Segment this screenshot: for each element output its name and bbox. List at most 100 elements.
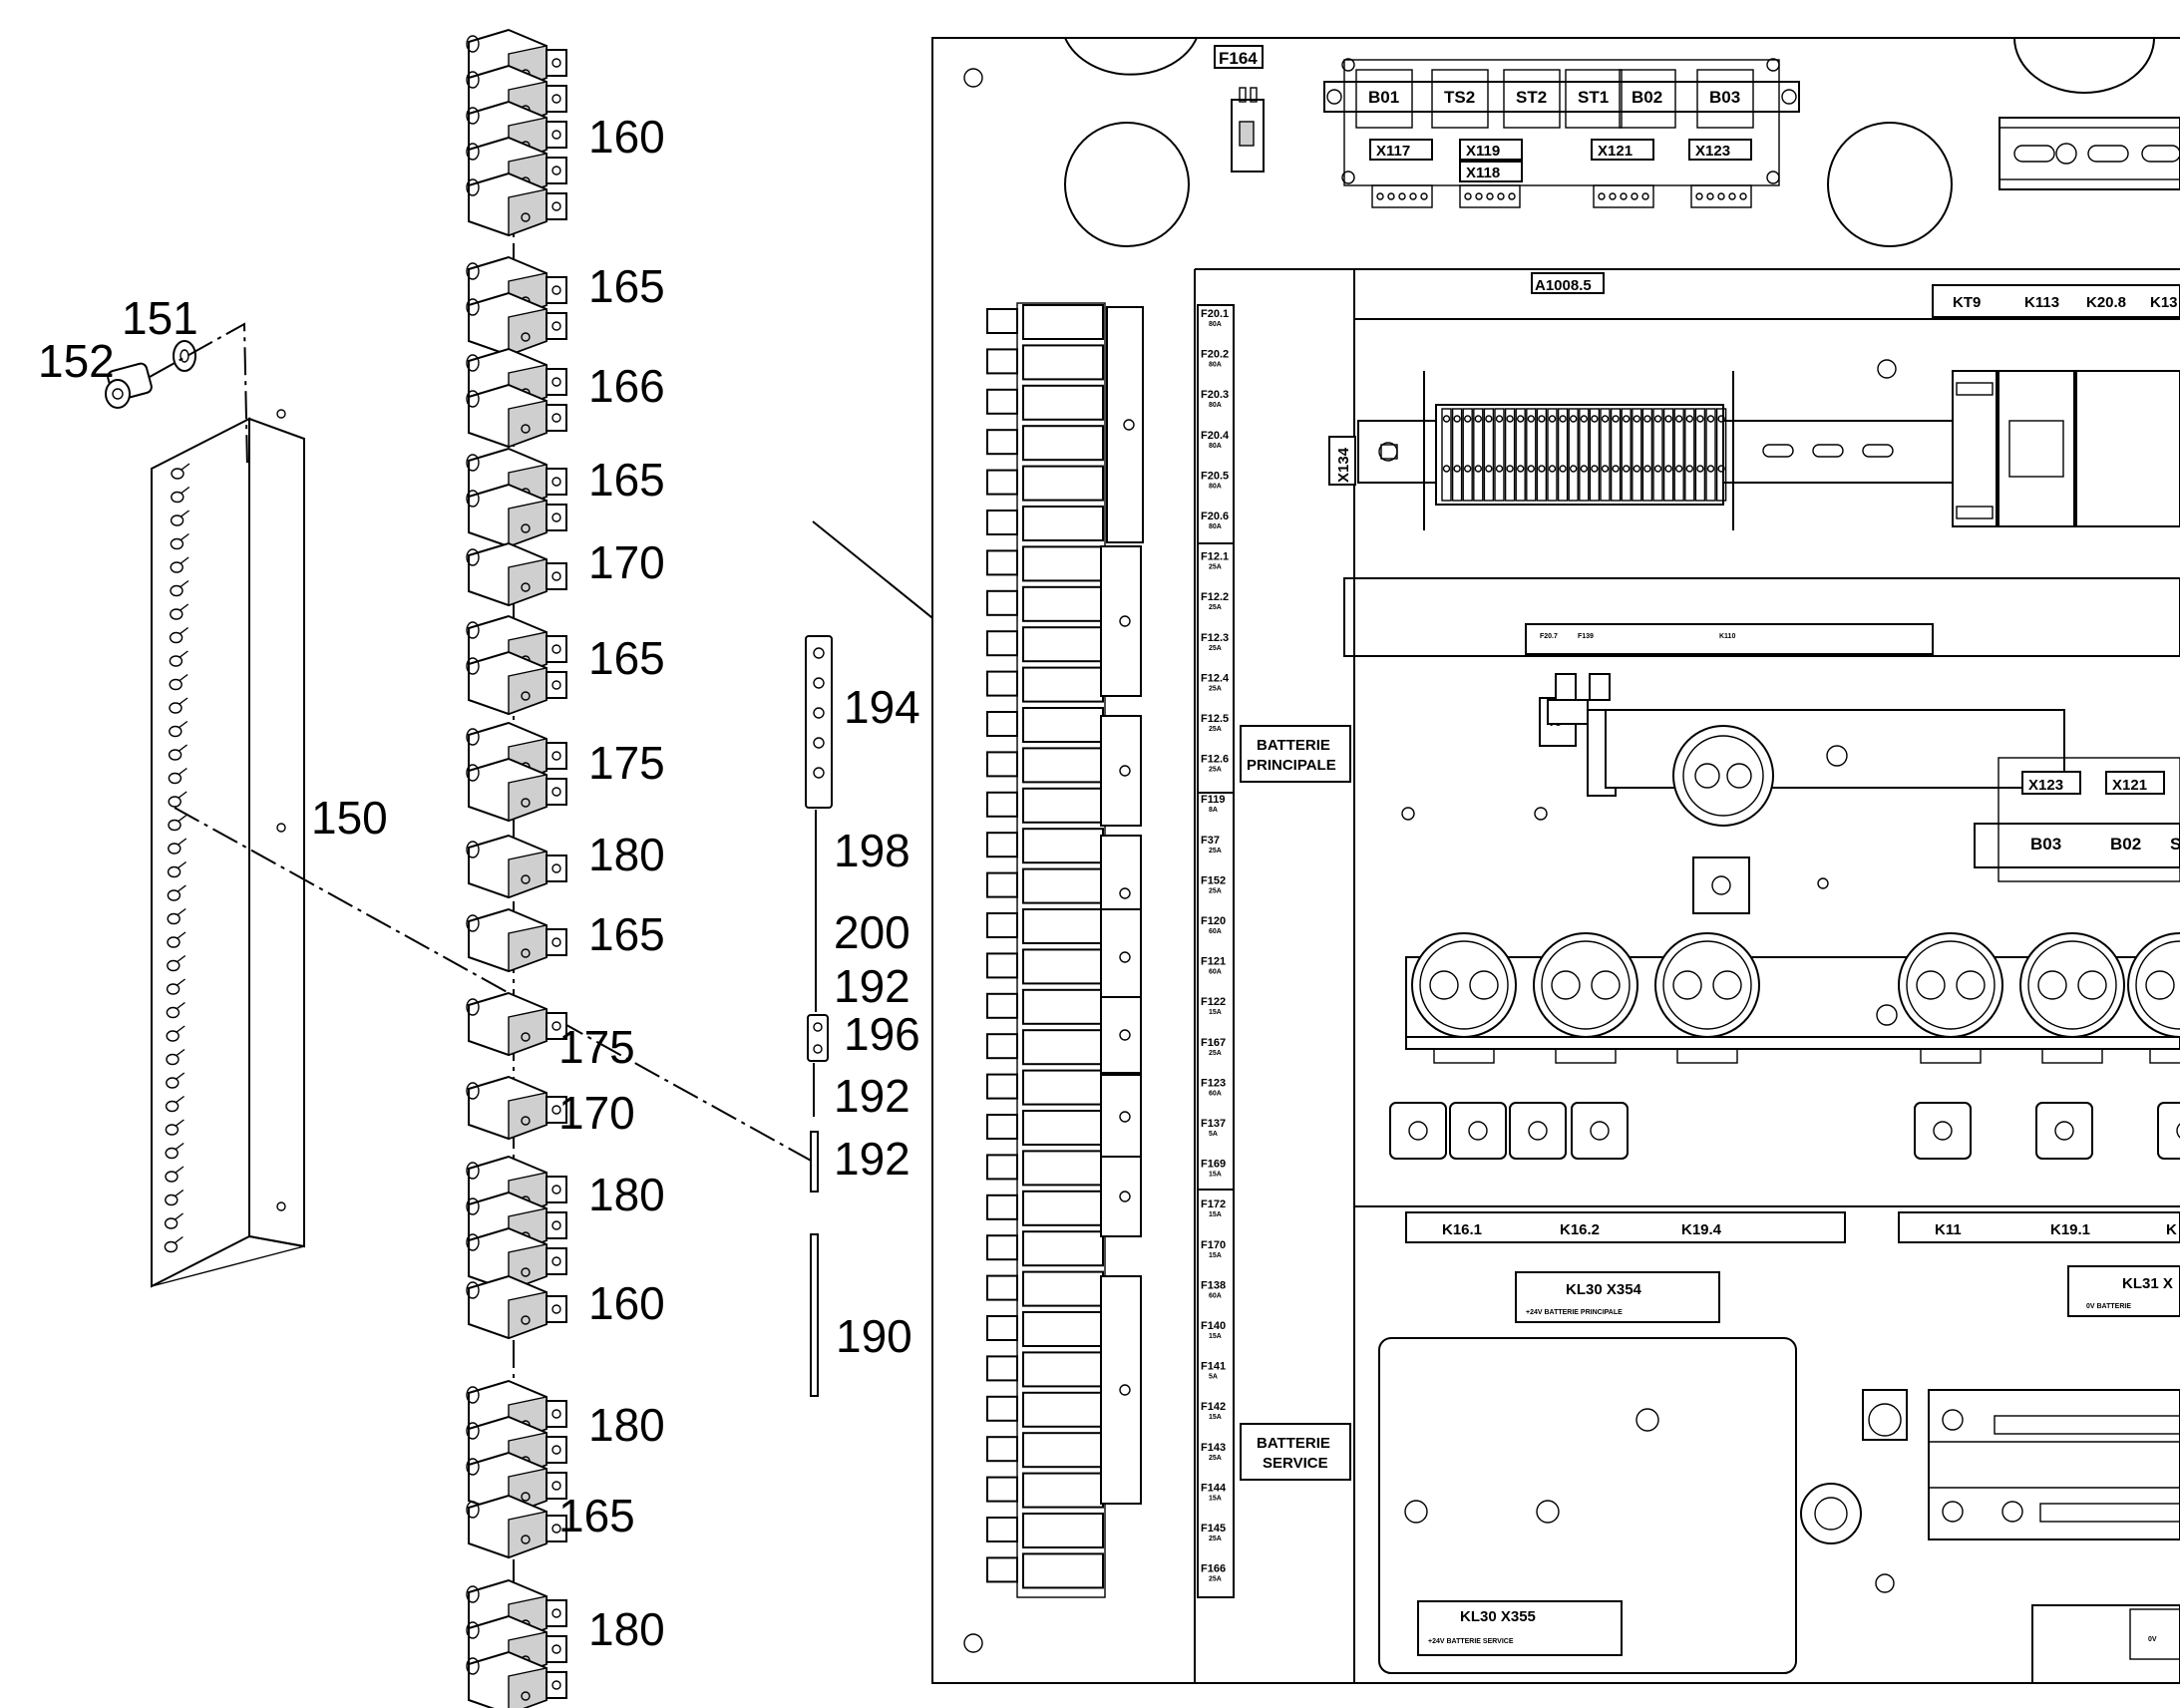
fuse-holder-group: 165 [466,255,665,357]
bracket-hole [166,1053,180,1066]
fuse-holder-side [508,1092,547,1141]
fuse-holder-tab [545,312,567,340]
rail-fuse-clip [986,1517,1018,1542]
fuse-holder-pin [466,490,480,508]
capacitor [2019,932,2125,1038]
terminal [1536,408,1548,502]
rail-fuse [1022,1110,1104,1146]
top-terminal-label: ST1 [1578,88,1609,107]
rail-fuse [1022,1029,1104,1066]
capacitor-terminal [1712,970,1742,1000]
label-kl30-x355: KL30 X355 [1460,1608,1536,1625]
fuse-holder-pin [466,143,480,161]
connector-plug [1593,184,1654,208]
terminal [1641,408,1653,502]
connector-plug [1459,184,1521,208]
fuse-holder-hole [551,1445,561,1455]
rail-fuse-clip [986,1033,1018,1060]
fuse-label: F140 [1201,1320,1226,1332]
rail-fuse-clip [986,1234,1018,1261]
bracket-hole [170,537,184,550]
fuse-holder-pin [466,298,480,316]
callout-stack: 166 [588,360,665,412]
fuse-holder-hole [551,166,561,175]
connector-pin [1695,192,1703,200]
terminal-screw [1580,465,1589,473]
fuse-holder-hole [551,130,561,140]
capacitor-mount [2041,1048,2103,1064]
top-terminal-label: B01 [1368,88,1399,107]
connector-pin [1376,192,1384,200]
bracket-hole-tab [179,720,188,729]
capacitor-mount [1433,1048,1495,1064]
bracket-hole-tab [174,1235,183,1244]
terminal-screw [1463,415,1472,423]
k-label: K19.4 [1681,1221,1722,1238]
fuse-holder-group: 166 [466,347,665,449]
rail-fuse-clip [986,469,1018,496]
terminal-screw [1548,415,1557,423]
label-f20-7: F20.7 [1540,633,1558,640]
fuse-holder-screw [521,948,531,958]
fuse-holder-pin [466,454,480,472]
square-terminal-bolt [2054,1121,2074,1141]
fuse-holder-group: 180 [466,1578,665,1708]
terminal-screw [1633,465,1641,473]
fuse-holder-tab [545,1012,567,1040]
fuse-holder-tab [545,504,567,531]
terminal [1451,408,1463,502]
fuse-holder-screw [521,1535,531,1544]
fuse-label: F138 [1201,1279,1226,1291]
bracket-hole [169,702,182,714]
fuse-holder-hole [551,680,561,690]
x-connector-label: X118 [1466,165,1500,181]
callout-198: 198 [834,825,910,876]
bracket-hole-tab [179,650,188,658]
bracket-hole [166,1077,180,1089]
terminal [1568,408,1579,502]
fuse-holder-hole [551,58,561,68]
strip-parts [805,635,833,1397]
rail-fuse [1022,707,1104,743]
fuse-label: F12.5 [1201,713,1229,725]
fuse-holder-screw [521,1691,531,1701]
fuse-holder-side [508,851,547,899]
terminal [1652,408,1663,502]
fuse-rating: 25A [1209,604,1222,611]
connector-pin [1631,192,1638,200]
fuse-holder-tab [545,562,567,590]
capacitor-terminal [1916,970,1946,1000]
k-label: K16.2 [1560,1221,1600,1238]
bracket-hole-tab [175,1189,184,1197]
rail-fuse-clip [986,1194,1018,1220]
fuse-holder-group: 165 [466,907,665,973]
fuse-holder-group: 165 [466,1490,635,1559]
label-kl30-x354: KL30 X354 [1566,1281,1642,1298]
square-terminal [1914,1102,1972,1160]
rail-fuse-clip [986,348,1018,375]
terminal [1673,408,1684,502]
rail-fuse-clip [986,1154,1018,1181]
connector-pin [1420,192,1428,200]
terminal-screw [1601,415,1610,423]
square-terminal-row [1389,1102,2180,1160]
fuse-label: F20.1 [1201,308,1229,320]
connector-pin [1620,192,1628,200]
callout-stack: 160 [588,111,665,163]
rail-fuse [1022,1230,1104,1267]
terminal-screw [1622,415,1631,423]
fuse-rating: 15A [1209,1172,1222,1179]
fuse-holder-screw [521,424,531,434]
terminal [1715,408,1727,502]
rail-fuse [1022,747,1104,784]
mid-connector-label: X123 [2028,777,2063,794]
square-terminal [1509,1102,1567,1160]
rail-fuse [1022,1311,1104,1347]
fuse-holder-group: 180 [466,1379,665,1517]
bracket-hole-tab [179,744,188,752]
fuse-holder-hole [551,1608,561,1618]
fuse-label: F12.3 [1201,632,1229,644]
fuse-rating: 5A [1209,1374,1218,1381]
bracket-hole-tab [177,907,186,916]
